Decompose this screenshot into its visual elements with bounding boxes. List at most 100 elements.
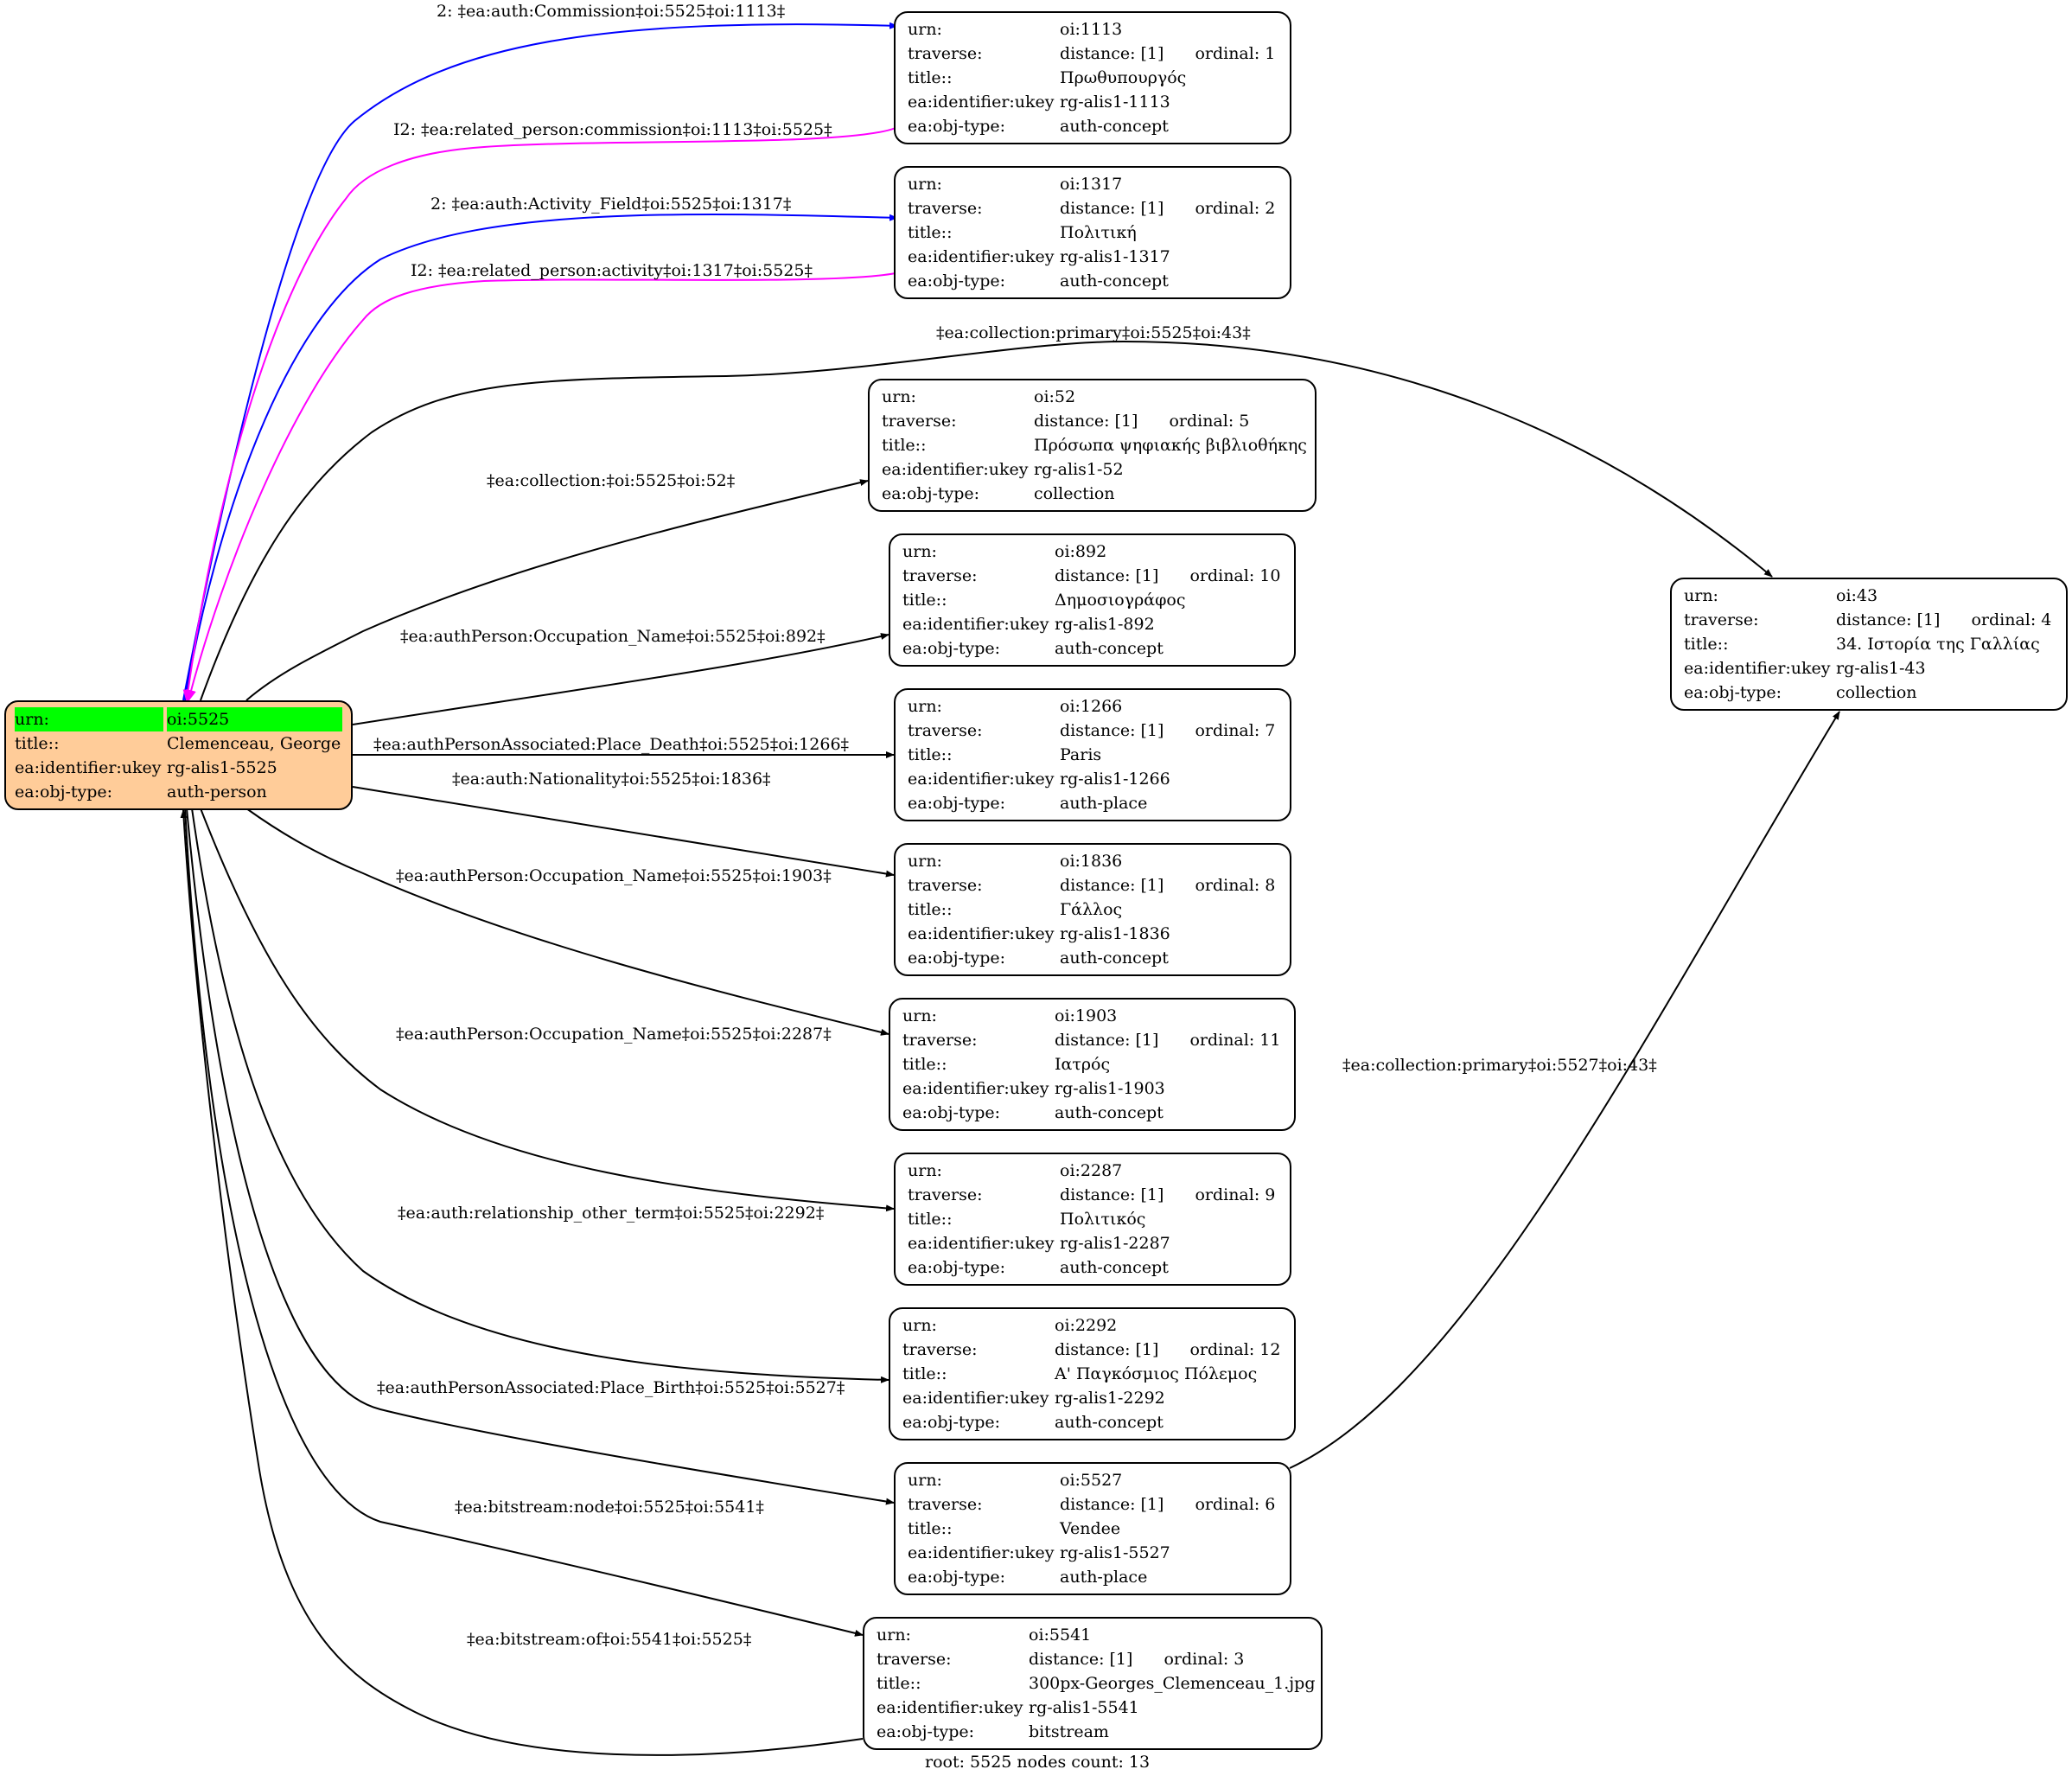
edge-label-related-commission: I2: ‡ea:related_person:commission‡oi:111…	[393, 120, 832, 139]
value-title: Ιατρός	[1055, 1055, 1111, 1074]
value-title: Α' Παγκόσμιος Πόλεμος	[1055, 1364, 1258, 1383]
key-urn: urn:	[908, 175, 942, 194]
edge-relationship-2292	[191, 808, 889, 1383]
node-1317[interactable]: urn:oi:1317 traverse:distance: [1]ordina…	[894, 166, 1291, 299]
key-urn: urn:	[902, 542, 937, 561]
value-title: Vendee	[1060, 1519, 1121, 1538]
key-title: title::	[902, 591, 947, 610]
key-traverse: traverse:	[882, 412, 957, 431]
edge-collection-52	[245, 479, 869, 701]
node-892[interactable]: urn:oi:892 traverse:distance: [1]ordinal…	[889, 533, 1296, 667]
value-distance: distance: [1]	[1060, 1185, 1164, 1204]
node-1113[interactable]: urn:oi:1113 traverse:distance: [1]ordina…	[894, 11, 1291, 144]
key-ukey: ea:identifier:ukey	[902, 1389, 1049, 1408]
key-traverse: traverse:	[1684, 610, 1759, 629]
value-type: auth-concept	[1060, 271, 1169, 291]
key-title: title::	[908, 223, 953, 242]
key-title: title::	[908, 745, 953, 764]
key-type: ea:obj-type:	[1684, 683, 1782, 702]
value-ordinal: ordinal: 1	[1195, 44, 1276, 63]
key-title: title::	[908, 68, 953, 87]
value-ukey: rg-alis1-1836	[1060, 924, 1170, 943]
key-urn: urn:	[908, 697, 942, 716]
edge-activity-field	[184, 213, 898, 701]
key-type: ea:obj-type:	[908, 794, 1006, 813]
value-title: Πολιτικός	[1060, 1210, 1146, 1229]
key-title: title::	[908, 900, 953, 919]
edge-label-collection-primary-5527: ‡ea:collection:primary‡oi:5527‡oi:43‡	[1342, 1056, 1657, 1075]
value-type: auth-concept	[1060, 948, 1169, 968]
key-urn: urn:	[908, 1471, 942, 1490]
key-ukey: ea:identifier:ukey	[902, 615, 1049, 634]
edge-label-related-activity: I2: ‡ea:related_person:activity‡oi:1317‡…	[411, 261, 813, 280]
root-title-value: Clemenceau, George	[167, 734, 341, 753]
key-ukey: ea:identifier:ukey	[908, 93, 1055, 112]
node-2292[interactable]: urn:oi:2292 traverse:distance: [1]ordina…	[889, 1307, 1296, 1440]
root-urn-key: urn:	[15, 707, 163, 731]
value-urn: oi:1113	[1060, 20, 1123, 39]
value-type: bitstream	[1029, 1722, 1109, 1741]
edge-label-bitstream-node: ‡ea:bitstream:node‡oi:5525‡oi:5541‡	[455, 1498, 764, 1517]
edge-collection-primary-5527	[1289, 711, 1840, 1469]
edge-label-bitstream-of: ‡ea:bitstream:of‡oi:5541‡oi:5525‡	[467, 1630, 752, 1649]
value-ukey: rg-alis1-892	[1055, 615, 1155, 634]
edge-occupation-2287	[200, 808, 895, 1212]
node-1836[interactable]: urn:oi:1836 traverse:distance: [1]ordina…	[894, 843, 1291, 976]
key-ukey: ea:identifier:ukey	[908, 1234, 1055, 1253]
value-urn: oi:1903	[1055, 1006, 1118, 1025]
key-ukey: ea:identifier:ukey	[882, 460, 1029, 479]
key-traverse: traverse:	[908, 1185, 983, 1204]
value-ukey: rg-alis1-1266	[1060, 770, 1170, 789]
value-ordinal: ordinal: 8	[1195, 876, 1276, 895]
key-type: ea:obj-type:	[908, 1258, 1006, 1277]
value-type: auth-place	[1060, 794, 1148, 813]
value-ordinal: ordinal: 5	[1169, 412, 1250, 431]
edge-label-place-death: ‡ea:authPersonAssociated:Place_Death‡oi:…	[373, 735, 850, 754]
key-type: ea:obj-type:	[908, 948, 1006, 968]
root-urn-value: oi:5525	[167, 707, 342, 731]
value-title: Paris	[1060, 745, 1102, 764]
node-1903[interactable]: urn:oi:1903 traverse:distance: [1]ordina…	[889, 998, 1296, 1131]
key-type: ea:obj-type:	[902, 1413, 1001, 1432]
key-traverse: traverse:	[902, 1340, 978, 1359]
value-urn: oi:2292	[1055, 1316, 1118, 1335]
root-node-5525[interactable]: urn:oi:5525 title::Clemenceau, George ea…	[4, 700, 353, 810]
key-ukey: ea:identifier:ukey	[908, 247, 1055, 266]
value-ordinal: ordinal: 7	[1195, 721, 1276, 740]
value-ukey: rg-alis1-2292	[1055, 1389, 1165, 1408]
value-distance: distance: [1]	[1029, 1650, 1133, 1669]
key-title: title::	[902, 1364, 947, 1383]
value-urn: oi:2287	[1060, 1161, 1123, 1180]
node-2287[interactable]: urn:oi:2287 traverse:distance: [1]ordina…	[894, 1153, 1291, 1286]
value-ordinal: ordinal: 6	[1195, 1495, 1276, 1514]
key-urn: urn:	[877, 1626, 911, 1645]
edge-bitstream-node	[184, 808, 864, 1637]
value-distance: distance: [1]	[1055, 1031, 1159, 1050]
root-type-key: ea:obj-type:	[15, 782, 113, 802]
value-ordinal: ordinal: 10	[1189, 566, 1281, 585]
value-ukey: rg-alis1-5541	[1029, 1698, 1139, 1717]
root-ukey-key: ea:identifier:ukey	[15, 758, 162, 777]
value-title: 300px-Georges_Clemenceau_1.jpg	[1029, 1674, 1316, 1693]
value-ordinal: ordinal: 2	[1195, 199, 1276, 218]
value-title: Γάλλος	[1060, 900, 1123, 919]
value-title: Πολιτική	[1060, 223, 1137, 242]
value-ukey: rg-alis1-43	[1836, 659, 1926, 678]
value-urn: oi:1317	[1060, 175, 1123, 194]
edge-occupation-892	[352, 633, 889, 725]
value-urn: oi:52	[1034, 387, 1076, 406]
key-urn: urn:	[1684, 586, 1718, 605]
value-type: collection	[1034, 484, 1115, 503]
key-traverse: traverse:	[908, 876, 983, 895]
node-5541[interactable]: urn:oi:5541 traverse:distance: [1]ordina…	[863, 1617, 1323, 1750]
edge-label-activity-field: 2: ‡ea:auth:Activity_Field‡oi:5525‡oi:13…	[430, 195, 792, 214]
node-5527[interactable]: urn:oi:5527 traverse:distance: [1]ordina…	[894, 1462, 1291, 1595]
key-type: ea:obj-type:	[882, 484, 980, 503]
node-1266[interactable]: urn:oi:1266 traverse:distance: [1]ordina…	[894, 688, 1291, 821]
graph-footer: root: 5525 nodes count: 13	[925, 1753, 1151, 1772]
node-52[interactable]: urn:oi:52 traverse:distance: [1]ordinal:…	[868, 379, 1317, 512]
value-ordinal: ordinal: 12	[1189, 1340, 1281, 1359]
node-43[interactable]: urn:oi:43 traverse:distance: [1]ordinal:…	[1670, 578, 2068, 711]
edge-related-commission	[182, 127, 896, 702]
key-urn: urn:	[882, 387, 916, 406]
